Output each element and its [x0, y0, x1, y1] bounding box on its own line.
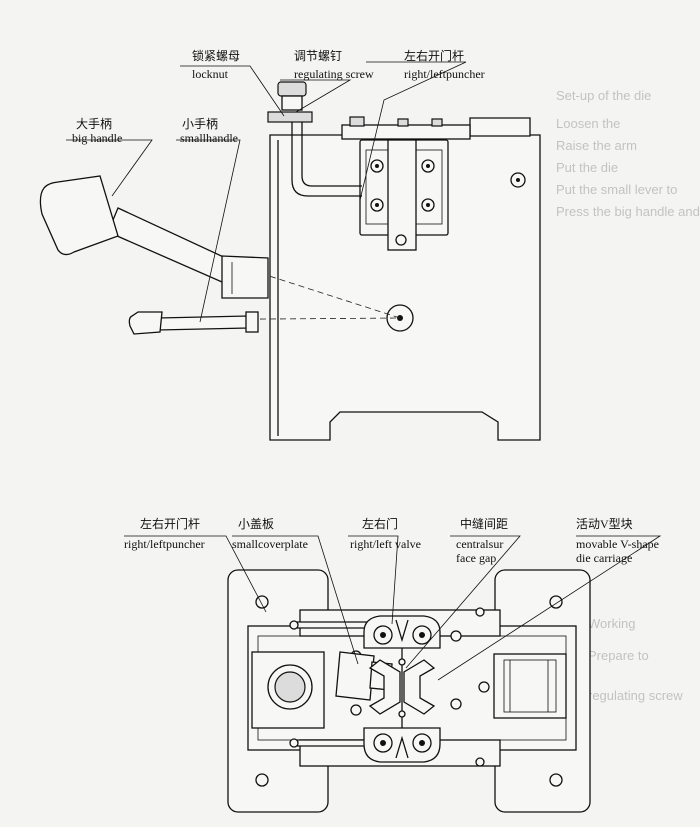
- label-valve-cn: 左右门: [362, 516, 398, 531]
- bg-text-5: Put the small lever to: [556, 182, 677, 197]
- label-central-gap-en-1: centralsur: [456, 537, 503, 551]
- label-small-handle-cn: 小手柄: [182, 117, 218, 131]
- label-cover-plate-cn: 小盖板: [238, 517, 274, 531]
- background-show-through-text: Set-up of the die Loosen the Raise the a…: [556, 88, 700, 703]
- bg-text-6: Press the big handle and the: [556, 204, 700, 219]
- machine-body: [269, 134, 541, 441]
- label-locknut-en: locknut: [192, 67, 229, 81]
- top-right-block: [469, 117, 531, 137]
- side-leaders: [66, 61, 467, 323]
- label-central-gap-cn: 中缝间距: [460, 516, 508, 531]
- label-top-puncher-en: right/leftpuncher: [124, 537, 205, 551]
- puncher-screws: [370, 159, 435, 246]
- bg-text-4: Put the die: [556, 160, 618, 175]
- top-bolt-1: [349, 116, 365, 127]
- top-leaders: [124, 535, 662, 681]
- label-v-die-en-2: die carriage: [576, 551, 632, 565]
- central-v-die: [368, 648, 436, 728]
- label-central-gap-en-2: face gap: [456, 551, 496, 565]
- upper-valve: [363, 615, 441, 649]
- label-big-handle-en: big handle: [72, 131, 122, 145]
- label-locknut-cn: 锁紧螺母: [192, 48, 240, 63]
- top-bolt-2: [397, 118, 409, 127]
- top-view: 左右开门杆 right/leftpuncher 小盖板 smallcoverpl…: [124, 516, 662, 813]
- lower-valve: [363, 727, 441, 763]
- label-big-handle-cn: 大手柄: [76, 117, 112, 131]
- bg-text-3: Raise the arm: [556, 138, 637, 153]
- label-valve-en: right/left valve: [350, 537, 421, 551]
- regulating-screw-neck: [281, 95, 303, 111]
- v-die-carriage-ribs: [509, 660, 549, 712]
- label-side-puncher-cn: 左右开门杆: [404, 48, 464, 63]
- label-v-die-en-1: movable V-shape: [576, 537, 659, 551]
- label-regulating-screw-en: regulating screw: [294, 67, 374, 81]
- small-handle-hub: [245, 311, 259, 333]
- v-die-carriage-body: [493, 653, 567, 719]
- locknut: [267, 111, 313, 123]
- top-bolt-3: [431, 118, 443, 127]
- label-side-puncher-en: right/leftpuncher: [404, 67, 485, 81]
- left-boss-inner: [274, 671, 306, 703]
- side-view: 锁紧螺母 locknut 调节螺钉 regulating screw 左右开门杆…: [39, 48, 541, 441]
- small-handle: [128, 311, 259, 335]
- small-cover-plate-left: [335, 651, 375, 701]
- label-cover-plate-en: smallcoverplate: [232, 537, 308, 551]
- bg-text-9: regulating screw: [588, 688, 683, 703]
- bg-text-7: Working: [588, 616, 635, 631]
- bg-text-8: Prepare to: [588, 648, 649, 663]
- label-top-puncher-cn: 左右开门杆: [140, 516, 200, 531]
- puncher-rod-inner: [301, 122, 362, 187]
- top-bar: [341, 124, 471, 140]
- label-small-handle-en: smallhandle: [180, 131, 238, 145]
- puncher-center-bar: [387, 139, 417, 251]
- bg-text-2: Loosen the: [556, 116, 620, 131]
- big-handle: [39, 175, 269, 299]
- v-die-carriage-inner: [503, 659, 557, 713]
- regulating-screw-knob: [277, 81, 307, 97]
- bg-text-1: Set-up of the die: [556, 88, 651, 103]
- puncher-rod: [291, 122, 362, 197]
- label-regulating-screw-cn: 调节螺钉: [294, 49, 342, 63]
- label-v-die-cn: 活动V型块: [576, 517, 633, 531]
